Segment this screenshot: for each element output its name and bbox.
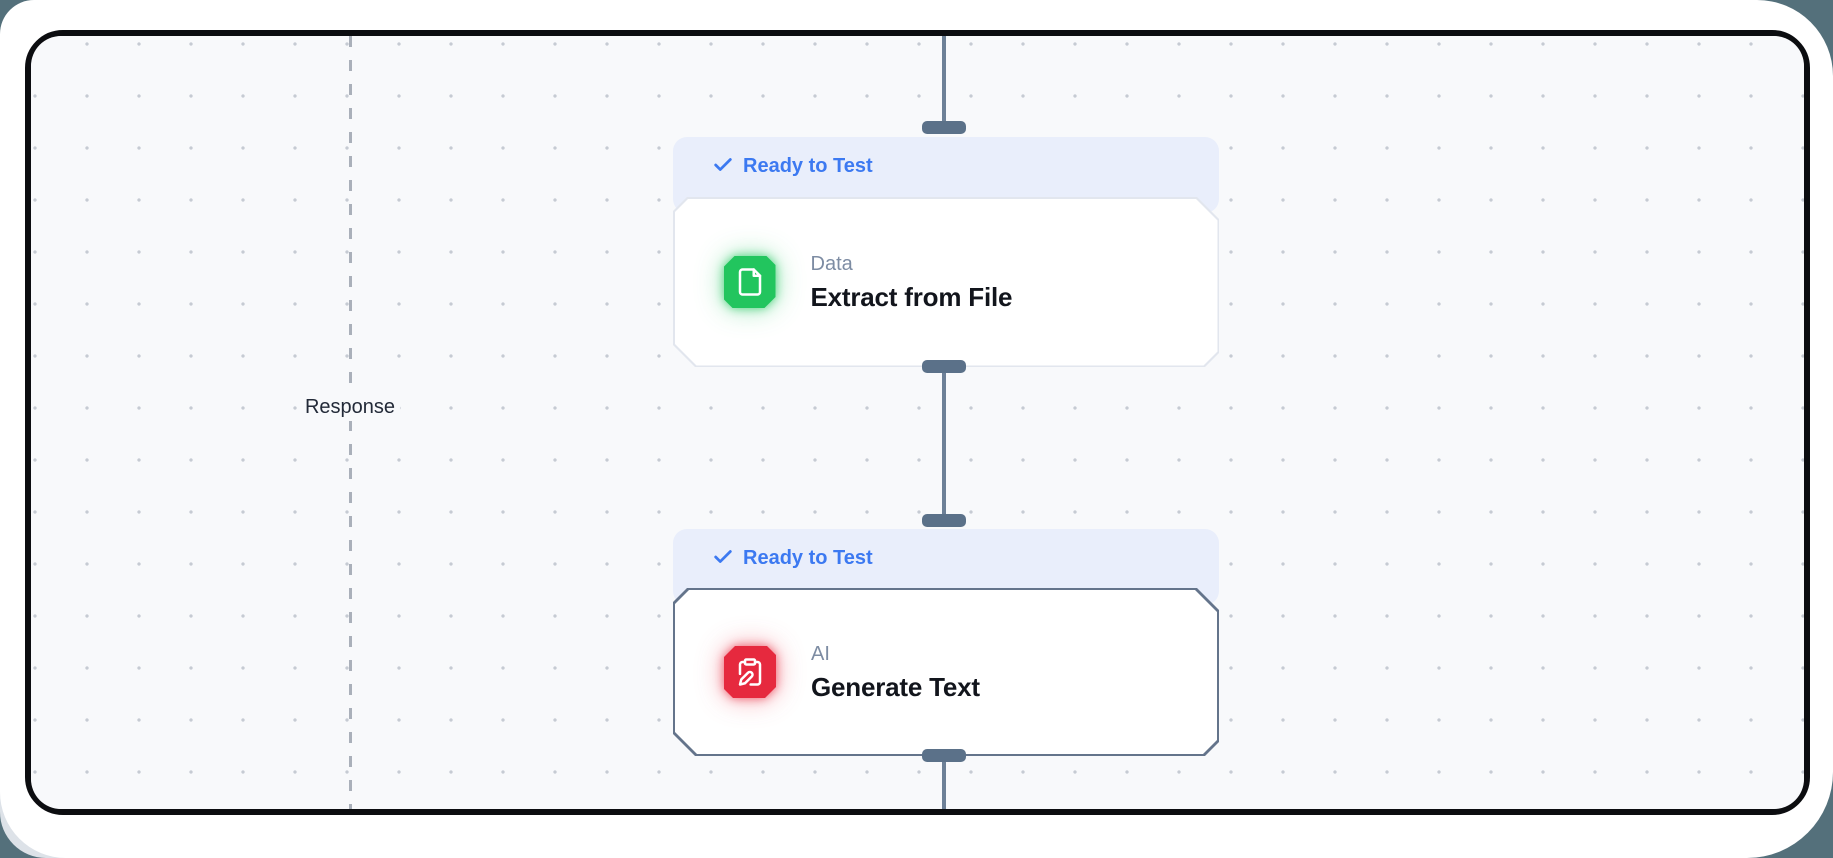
node-generate-text[interactable]: AI Generate Text xyxy=(673,588,1219,756)
connector-line-middle xyxy=(942,366,946,518)
node-category: AI xyxy=(811,642,830,665)
node-category: Data xyxy=(810,252,853,275)
status-badge-label: Ready to Test xyxy=(743,155,873,177)
node-output-handle[interactable] xyxy=(922,749,966,762)
node-input-handle[interactable] xyxy=(922,121,966,134)
node-title: Generate Text xyxy=(811,671,980,702)
connector-line-bottom xyxy=(942,749,946,809)
node-extract-from-file[interactable]: Data Extract from File xyxy=(673,197,1219,367)
node-title: Extract from File xyxy=(810,281,1013,312)
response-label: Response xyxy=(299,394,401,421)
response-divider-line xyxy=(349,36,352,809)
check-icon xyxy=(714,158,732,171)
workflow-canvas-frame: Response Ready to Test xyxy=(25,30,1810,815)
workflow-canvas[interactable]: Response Ready to Test xyxy=(31,36,1804,809)
clipboard-pen-icon xyxy=(724,646,776,698)
file-icon xyxy=(724,256,776,308)
node-input-handle[interactable] xyxy=(922,514,966,527)
connector-line-top xyxy=(942,36,946,129)
node-output-handle[interactable] xyxy=(922,360,966,373)
check-icon xyxy=(714,550,732,563)
status-badge-label: Ready to Test xyxy=(743,547,873,569)
